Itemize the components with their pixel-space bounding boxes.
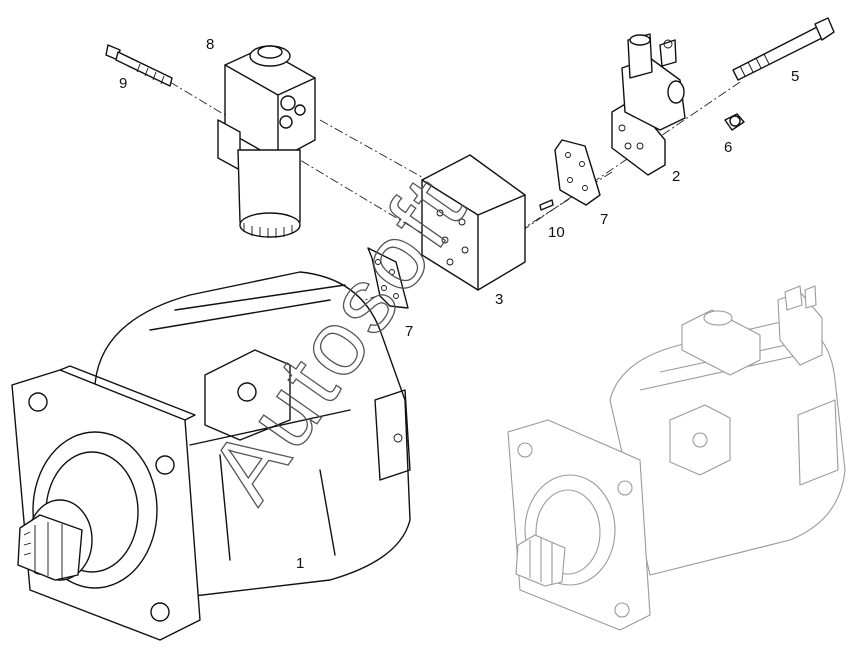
callout-3: 3: [495, 291, 503, 308]
part-callouts: 1 2 3 5 6 7 7 8 9 10: [119, 36, 799, 572]
plug-small: [724, 113, 745, 131]
pump-assembled-ghost: [507, 285, 846, 631]
gasket-plate-upper: [554, 139, 601, 206]
pin-small: [539, 199, 554, 211]
callout-7-upper: 7: [600, 211, 608, 228]
callout-1: 1: [296, 555, 304, 572]
callout-10: 10: [548, 224, 565, 241]
solenoid-valve: [217, 45, 316, 238]
callout-2: 2: [672, 168, 680, 185]
gasket-plate-lower: [367, 247, 409, 309]
callout-5: 5: [791, 68, 799, 85]
pressure-valve: [611, 33, 686, 176]
callout-8: 8: [206, 36, 214, 53]
bolt-long: [732, 17, 835, 81]
callout-6: 6: [724, 139, 732, 156]
bolt-short: [105, 44, 173, 87]
callout-7-lower: 7: [405, 323, 413, 340]
pump-main-body: [11, 271, 411, 641]
adapter-block: [421, 154, 526, 291]
callout-9: 9: [119, 75, 127, 92]
